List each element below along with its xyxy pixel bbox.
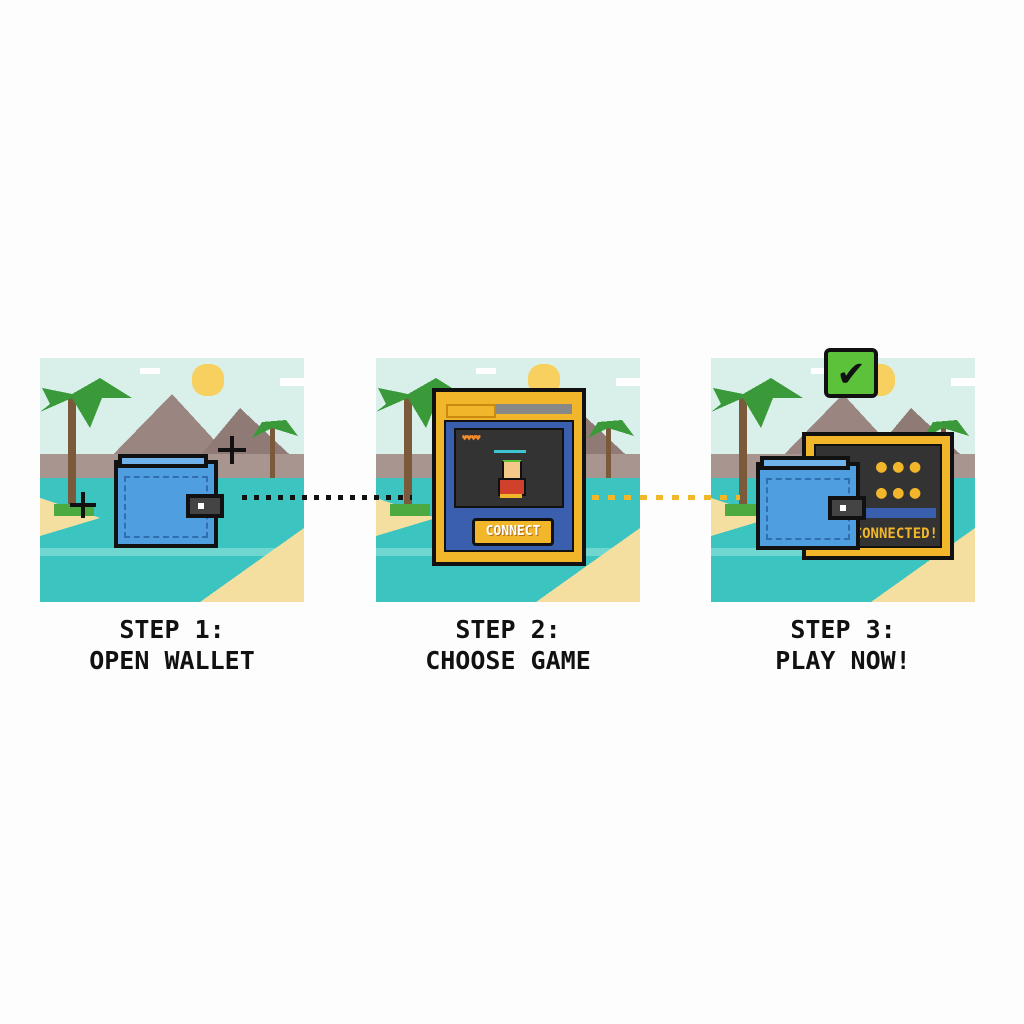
step-title: STEP 3: xyxy=(790,615,896,644)
palm-tree-icon xyxy=(711,378,803,516)
character-icon xyxy=(496,460,526,498)
step-subtitle: CHOOSE GAME xyxy=(425,646,591,675)
game-window-icon: ♥♥♥♥ CONNECT xyxy=(432,388,586,566)
step-3-label: STEP 3:PLAY NOW! xyxy=(693,614,993,676)
checkmark-icon: ✔ xyxy=(824,348,878,398)
connector-2 xyxy=(592,495,740,500)
step-subtitle: PLAY NOW! xyxy=(775,646,911,675)
step-subtitle: OPEN WALLET xyxy=(89,646,255,675)
connected-status: CONNECTED! xyxy=(853,526,938,542)
step-2-label: STEP 2:CHOOSE GAME xyxy=(358,614,658,676)
palm-tree-icon xyxy=(588,420,634,478)
sparkle-icon xyxy=(218,436,246,464)
connector-1 xyxy=(242,495,412,500)
step-title: STEP 2: xyxy=(455,615,561,644)
wallet-icon xyxy=(114,454,224,548)
sparkle-icon xyxy=(70,492,96,518)
wallet-icon xyxy=(756,456,866,550)
step-1-label: STEP 1:OPEN WALLET xyxy=(22,614,322,676)
connect-button[interactable]: CONNECT xyxy=(472,518,554,546)
palm-tree-icon xyxy=(252,420,298,478)
sun-icon xyxy=(192,364,224,396)
step-title: STEP 1: xyxy=(119,615,225,644)
